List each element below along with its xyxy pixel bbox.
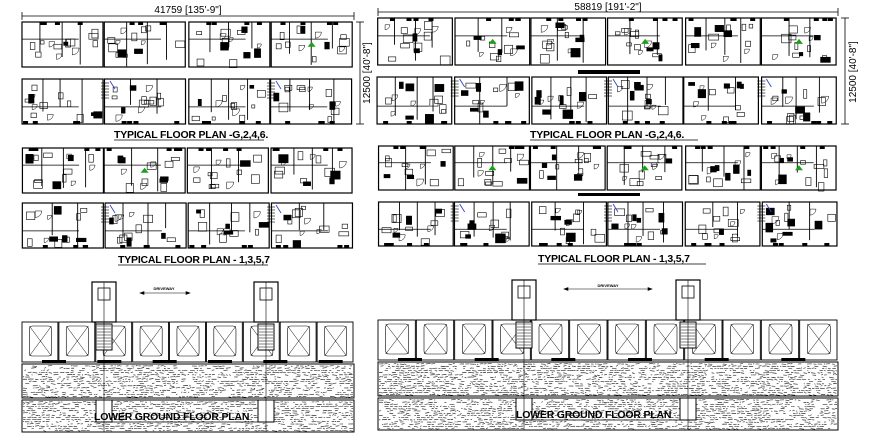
right-caption-typical-even: TYPICAL FLOOR PLAN -G,2,4,6. bbox=[530, 129, 684, 141]
left-depth-dim-text: 12500 [40'-8"] bbox=[362, 42, 373, 104]
right-width-dim-text: 58819 [191'-2"] bbox=[574, 2, 641, 13]
left-driveway-arrow bbox=[139, 291, 191, 295]
right-caption-typical-odd: TYPICAL FLOOR PLAN - 1,3,5,7 bbox=[538, 253, 690, 265]
right-depth-dimension: 12500 [40'-8"] bbox=[841, 17, 859, 125]
right-typical-floor-plan-even bbox=[376, 17, 837, 125]
left-width-dimension: 41759 [135'-9"] bbox=[21, 5, 355, 20]
right-driveway-label: DRIVEWAY bbox=[598, 283, 619, 288]
left-caption-lower-ground: LOWER GROUND FLOOR PLAN bbox=[94, 411, 249, 423]
left-lower-ground-floor-plan bbox=[21, 281, 355, 433]
left-typical-floor-plan-even bbox=[21, 21, 353, 125]
right-even-corridor-bar bbox=[578, 70, 640, 74]
right-depth-dim-text: 12500 [40'-8"] bbox=[848, 41, 859, 103]
right-caption-lower-ground: LOWER GROUND FLOOR PLAN bbox=[516, 409, 671, 421]
left-width-dim-text: 41759 [135'-9"] bbox=[154, 5, 221, 16]
right-driveway-arrow bbox=[563, 287, 653, 291]
right-odd-corridor-bar bbox=[578, 193, 640, 196]
left-caption-typical-odd: TYPICAL FLOOR PLAN - 1,3,5,7 bbox=[118, 254, 270, 266]
left-caption-typical-even: TYPICAL FLOOR PLAN -G,2,4,6. bbox=[114, 129, 268, 141]
left-driveway-label: DRIVEWAY bbox=[154, 286, 175, 291]
right-typical-floor-plan-odd bbox=[377, 145, 838, 247]
right-lower-ground-floor-plan bbox=[377, 279, 839, 431]
left-typical-floor-plan-odd bbox=[21, 147, 354, 249]
left-depth-dimension: 12500 [40'-8"] bbox=[356, 21, 373, 125]
right-width-dimension: 58819 [191'-2"] bbox=[377, 2, 839, 16]
